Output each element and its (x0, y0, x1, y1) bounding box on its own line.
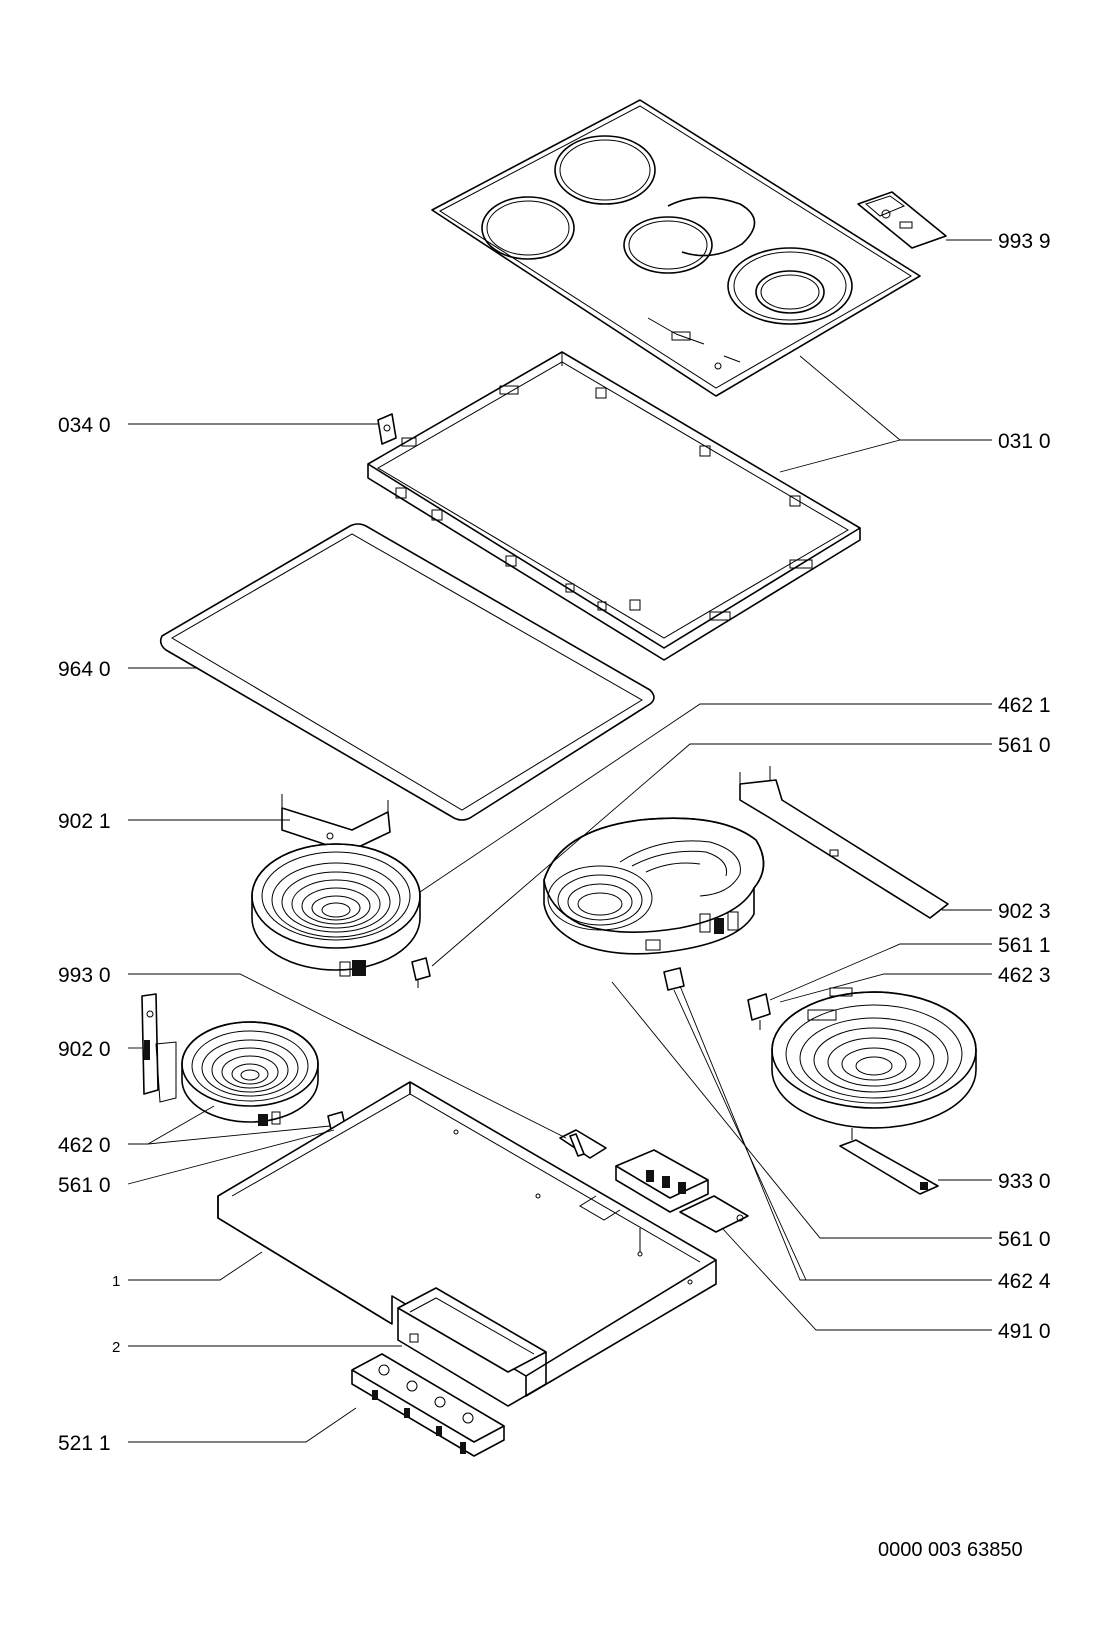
bracket-933-0 (839, 1128, 939, 1195)
label-034-0: 034 0 (58, 414, 111, 437)
thermal-limiter-561-0-mid (663, 967, 685, 991)
label-561-0-top: 561 0 (998, 734, 1051, 757)
part-labels: 993 9 034 0 031 0 964 0 462 1 561 0 902 … (58, 230, 1051, 1561)
heater-middle-dual (543, 817, 765, 955)
inner-box-2 (397, 1287, 547, 1407)
label-031-0: 031 0 (998, 430, 1051, 453)
thermal-limiter-561-1 (747, 993, 771, 1030)
label-491-0: 491 0 (998, 1320, 1051, 1343)
label-902-3: 902 3 (998, 900, 1051, 923)
label-902-0: 902 0 (58, 1038, 111, 1061)
hob-frame (367, 351, 861, 661)
label-964-0: 964 0 (58, 658, 111, 681)
clip-993-0 (559, 1129, 607, 1159)
label-462-4: 462 4 (998, 1270, 1051, 1293)
label-561-0-right: 561 0 (998, 1228, 1051, 1251)
glass-ceramic-top (431, 99, 921, 397)
thermal-limiter-462-1 (411, 957, 431, 988)
heater-left-large (251, 843, 421, 977)
bottom-housing (217, 1081, 717, 1397)
label-2: 2 (112, 1339, 120, 1356)
seal-gasket (159, 523, 655, 821)
terminal-block-491-0 (615, 1149, 749, 1233)
leader-lines (127, 239, 992, 1443)
label-561-0-left: 561 0 (58, 1174, 111, 1197)
bracket-902-1 (281, 794, 391, 853)
label-462-0: 462 0 (58, 1134, 111, 1157)
label-902-1: 902 1 (58, 810, 111, 833)
label-521-1: 521 1 (58, 1432, 111, 1455)
label-462-3: 462 3 (998, 964, 1051, 987)
label-561-1: 561 1 (998, 934, 1051, 957)
label-993-0: 993 0 (58, 964, 111, 987)
label-462-1: 462 1 (998, 694, 1051, 717)
bracket-902-3 (739, 766, 949, 919)
drawing-number: 0000 003 63850 (878, 1539, 1023, 1561)
label-1: 1 (112, 1273, 120, 1290)
bracket-993-9 (857, 191, 947, 249)
label-933-0: 933 0 (998, 1170, 1051, 1193)
heater-right (771, 987, 977, 1129)
bracket-902-0 (141, 993, 177, 1103)
heater-small-left (181, 1021, 319, 1126)
clip-034-0 (377, 413, 397, 445)
label-993-9: 993 9 (998, 230, 1051, 253)
control-module (351, 1353, 505, 1457)
